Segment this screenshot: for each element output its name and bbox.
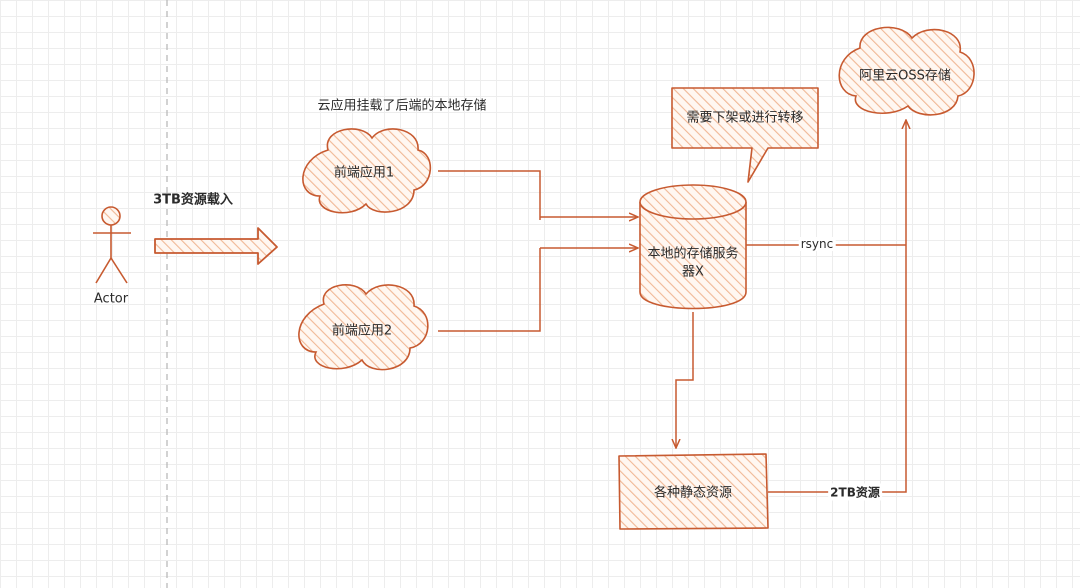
server-to-static-line	[676, 312, 694, 448]
storage-server-label-line2: 器X	[682, 264, 704, 280]
transfer-2tb-line	[768, 120, 906, 493]
callout-box	[671, 87, 819, 183]
load-annotation: 3TB资源载入	[153, 192, 233, 208]
frontend-2-cloud	[298, 284, 429, 371]
frontend-1-cloud	[302, 128, 432, 214]
frontend-2-label: 前端应用2	[331, 323, 393, 339]
storage-server-label-line1: 本地的存储服务	[647, 246, 739, 262]
callout-label: 需要下架或进行转移	[686, 110, 804, 126]
transfer-2tb-label: 2TB资源	[828, 483, 882, 501]
oss-label: 阿里云OSS存储	[859, 68, 951, 84]
actor-figure	[93, 206, 131, 284]
storage-server-cylinder	[639, 184, 747, 310]
connector-lines	[438, 170, 638, 332]
static-resources-box	[618, 453, 769, 530]
frontend-1-label: 前端应用1	[333, 165, 395, 181]
oss-cloud	[838, 26, 975, 116]
static-resources-label: 各种静态资源	[653, 485, 733, 501]
rsync-label: rsync	[798, 237, 836, 251]
mount-note: 云应用挂载了后端的本地存储	[317, 98, 487, 114]
load-arrow	[154, 227, 278, 265]
actor-label: Actor	[93, 291, 129, 307]
